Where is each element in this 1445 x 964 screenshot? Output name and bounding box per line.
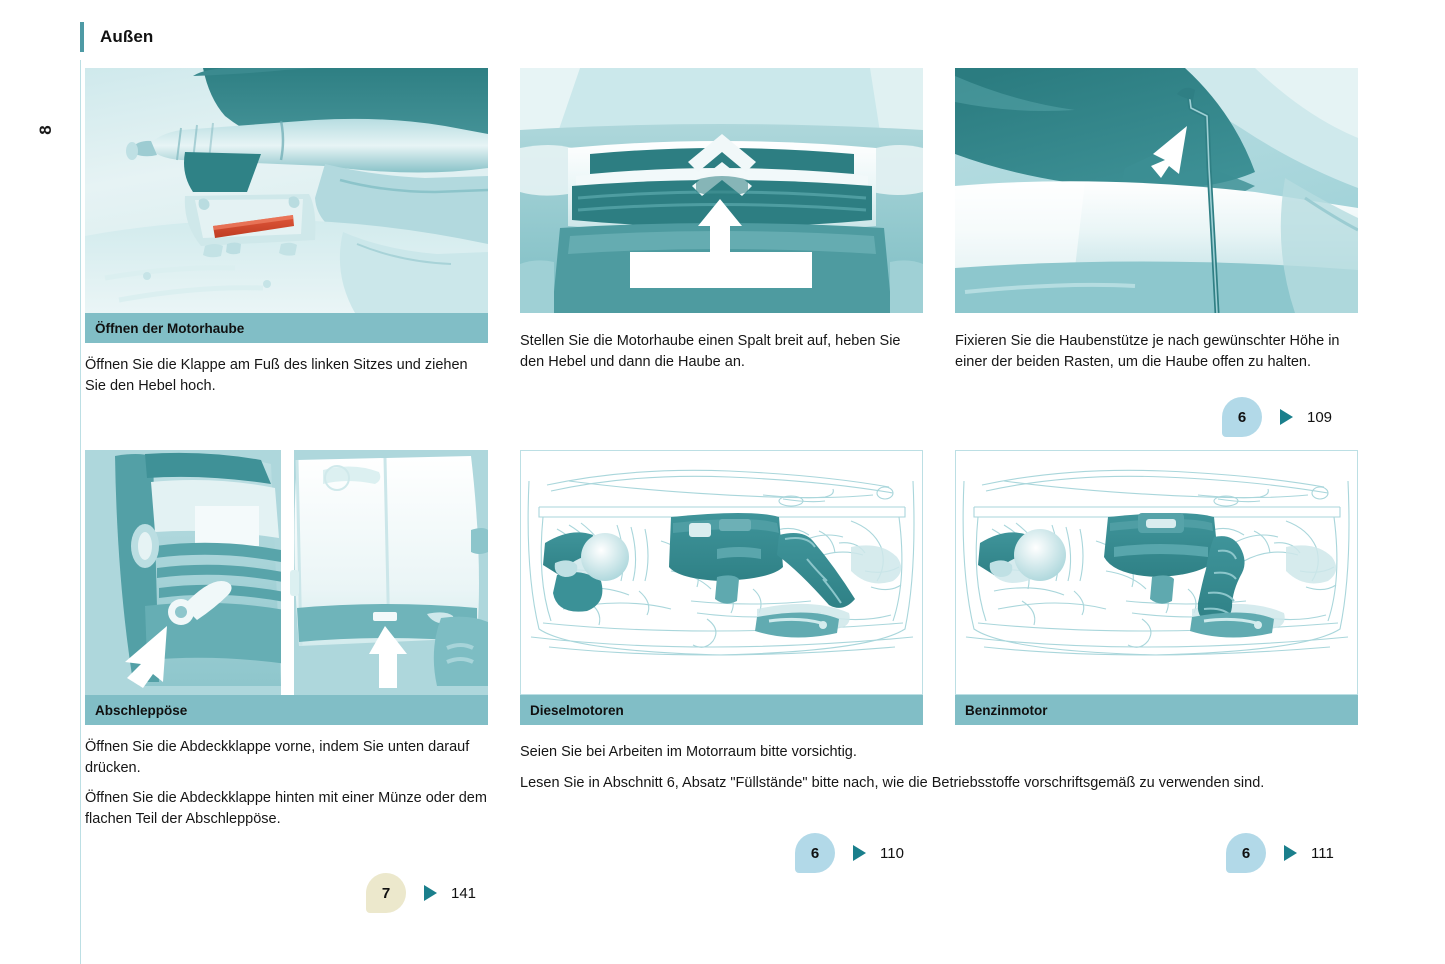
cross-ref-page-number: 111 (1311, 844, 1334, 862)
cross-ref-section-badge[interactable]: 7 (366, 873, 406, 913)
figure-hood-release (85, 68, 488, 313)
block-front-grille: Stellen Sie die Motorhaube einen Spalt b… (520, 68, 923, 372)
caption-diesel: Dieselmotoren (520, 695, 923, 725)
figure-petrol-engine-bay (955, 450, 1358, 695)
figure-front-grille (520, 68, 923, 313)
body-engine-note: Seien Sie bei Arbeiten im Motorraum bitt… (520, 742, 1360, 803)
cross-ref-section-badge[interactable]: 6 (1226, 833, 1266, 873)
page-header: Außen (80, 22, 153, 52)
cross-ref-hood-stay[interactable]: 6 109 (1222, 397, 1332, 437)
triangle-icon (424, 885, 437, 901)
body-towing-p1: Öffnen Sie die Abdeckklappe vorne, indem… (85, 739, 470, 776)
figure-towing-eye (85, 450, 488, 695)
cross-ref-petrol[interactable]: 6 111 (1226, 833, 1334, 873)
petrol-engine-bay-illustration (956, 451, 1357, 694)
diesel-engine-bay-illustration (521, 451, 922, 694)
cross-ref-section-number: 6 (810, 844, 820, 862)
body-hood-open-p1: Öffnen Sie die Klappe am Fuß des linken … (85, 357, 468, 394)
body-grille: Stellen Sie die Motorhaube einen Spalt b… (520, 313, 923, 372)
cross-ref-page-number: 110 (880, 844, 904, 862)
caption-petrol: Benzinmotor (955, 695, 1358, 725)
body-engine-note-p2: Lesen Sie in Abschnitt 6, Absatz "Füllst… (520, 774, 1265, 791)
header-accent-bar (80, 22, 84, 52)
body-towing-eye: Öffnen Sie die Abdeckklappe vorne, indem… (85, 725, 488, 829)
up-arrow-annotation (698, 199, 742, 260)
body-grille-p1: Stellen Sie die Motorhaube einen Spalt b… (520, 333, 901, 370)
caption-towing-eye: Abschleppöse (85, 695, 488, 725)
block-petrol-engine: Benzinmotor (955, 450, 1358, 725)
body-engine-note-p1: Seien Sie bei Arbeiten im Motorraum bitt… (520, 744, 857, 760)
block-hood-stay: Fixieren Sie die Haubenstütze je nach ge… (955, 68, 1358, 372)
body-towing-p2: Öffnen Sie die Abdeckklappe hinten mit e… (85, 790, 487, 827)
triangle-icon (1280, 409, 1293, 425)
body-hood-open: Öffnen Sie die Klappe am Fuß des linken … (85, 343, 488, 396)
block-hood-release: Öffnen der Motorhaube Öffnen Sie die Kla… (85, 68, 488, 396)
rear-flap-arrow (369, 626, 407, 688)
pointer-arrow-annotation (1151, 126, 1187, 178)
cross-ref-section-number: 6 (1237, 408, 1247, 426)
hood-release-lever-illustration (85, 68, 488, 313)
hood-stay-illustration (955, 68, 1358, 313)
triangle-icon (853, 845, 866, 861)
block-diesel-engine: Dieselmotoren (520, 450, 923, 725)
front-flap-arrow (125, 626, 167, 688)
cross-ref-towing[interactable]: 7 141 (366, 873, 476, 913)
body-hood-stay-p1: Fixieren Sie die Haubenstütze je nach ge… (955, 333, 1340, 370)
cross-ref-page-number: 109 (1307, 408, 1333, 426)
front-grille-illustration (520, 68, 923, 313)
towing-eye-illustration (85, 450, 488, 695)
caption-hood-open: Öffnen der Motorhaube (85, 313, 488, 343)
cross-ref-section-number: 7 (381, 884, 391, 902)
page-folio-number: 8 (36, 125, 55, 135)
cross-ref-section-badge[interactable]: 6 (795, 833, 835, 873)
page-title: Außen (100, 27, 154, 46)
cross-ref-page-number: 141 (451, 884, 477, 902)
triangle-icon (1284, 845, 1297, 861)
block-towing-eye: Abschleppöse Öffnen Sie die Abdeckklappe… (85, 450, 488, 829)
body-hood-stay: Fixieren Sie die Haubenstütze je nach ge… (955, 313, 1358, 372)
figure-diesel-engine-bay (520, 450, 923, 695)
left-margin-rule (80, 60, 81, 964)
figure-hood-stay (955, 68, 1358, 313)
cross-ref-diesel[interactable]: 6 110 (795, 833, 904, 873)
cross-ref-section-number: 6 (1241, 844, 1251, 862)
cross-ref-section-badge[interactable]: 6 (1222, 397, 1262, 437)
